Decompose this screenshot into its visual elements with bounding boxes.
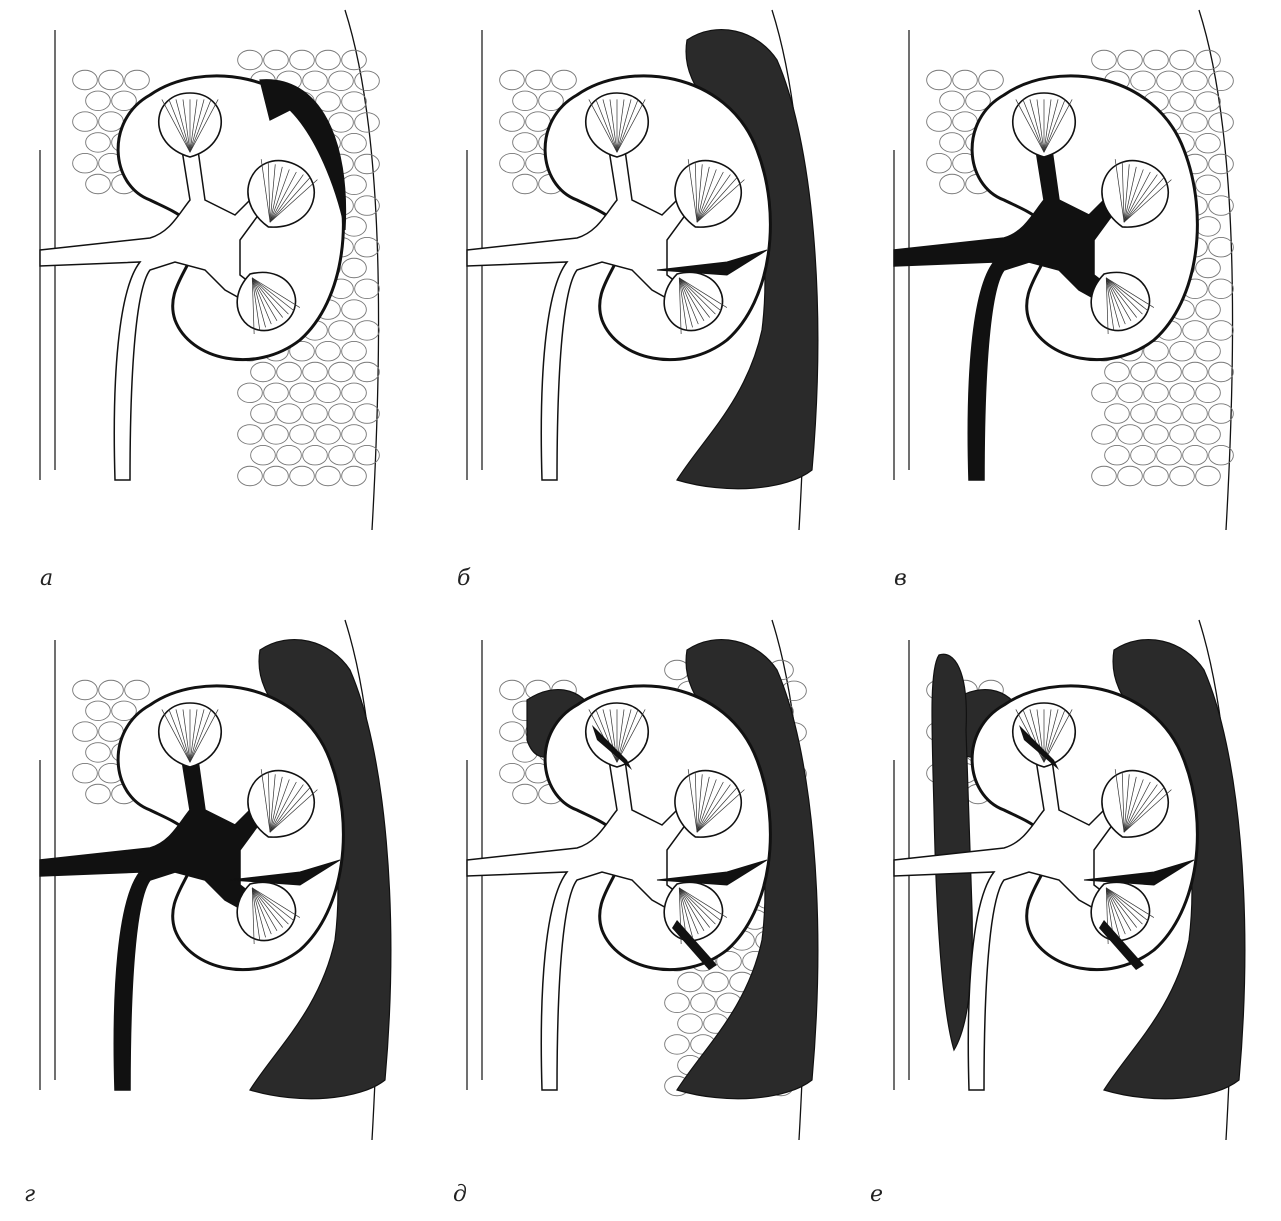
kidney-illustration-d	[427, 610, 854, 1180]
panel-label-v: в	[894, 566, 907, 591]
kidney-illustration-v	[854, 0, 1281, 560]
panel-b: б	[427, 0, 854, 610]
panel-e: е	[854, 610, 1281, 1220]
panel-v: в	[854, 0, 1281, 610]
panel-d: д	[427, 610, 854, 1220]
panel-a: а	[0, 0, 427, 610]
panel-label-a: а	[40, 566, 53, 591]
panel-label-d: д	[453, 1182, 467, 1207]
panel-label-g: г	[24, 1182, 35, 1207]
kidney-illustration-b	[427, 0, 854, 560]
panel-g: г	[0, 610, 427, 1220]
panel-label-b: б	[457, 566, 470, 591]
kidney-illustration-a	[0, 0, 427, 560]
kidney-illustration-e	[854, 610, 1281, 1180]
panel-label-e: е	[870, 1182, 883, 1207]
kidney-illustration-g	[0, 610, 427, 1180]
